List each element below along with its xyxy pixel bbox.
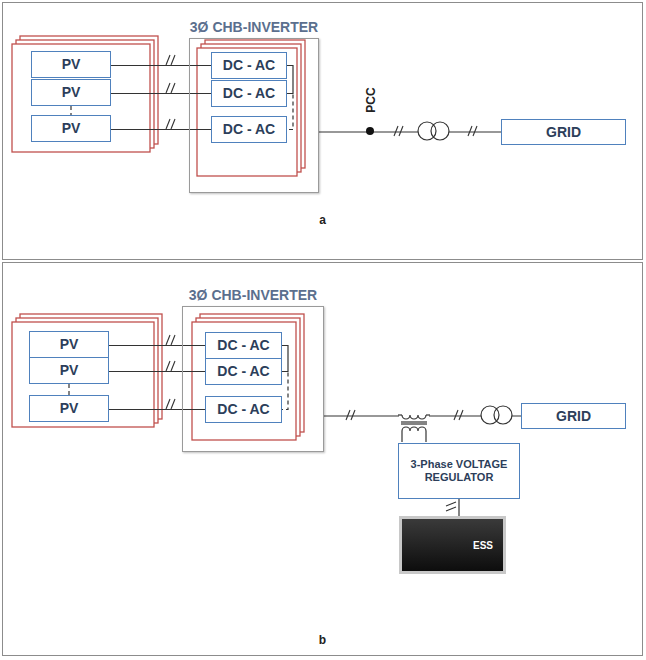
connector-line <box>287 66 293 94</box>
transformer-symbol <box>418 122 449 140</box>
bus-slash <box>166 119 175 129</box>
connector-line <box>458 499 459 516</box>
pv-box: PV <box>31 79 111 106</box>
node-text: DC - AC <box>217 401 269 417</box>
node-text: 3Ø CHB-INVERTER <box>189 287 317 303</box>
bus-slash <box>454 410 463 420</box>
bus-slash <box>166 335 175 345</box>
pv-box: PV <box>29 331 109 358</box>
figure-panel: b PV PV PV 3Ø CHB-INVERTER DC - AC DC - AC DC -… <box>2 262 643 656</box>
node-text: DC - AC <box>217 363 269 379</box>
bus-slash <box>394 126 403 136</box>
node-text: ESS <box>473 540 493 551</box>
pv-stack <box>12 44 150 152</box>
node-text: DC - AC <box>217 337 269 353</box>
grid-box: GRID <box>521 403 626 429</box>
series-transformer <box>398 409 430 442</box>
converter-box: DC - AC <box>211 52 287 79</box>
node-text: PV <box>60 362 79 378</box>
connector-line <box>70 106 71 115</box>
connector-line <box>282 346 288 372</box>
bus-slash <box>468 126 477 136</box>
node-text: PV <box>60 400 79 416</box>
pv-box: PV <box>31 115 111 142</box>
converter-box: DC - AC <box>211 80 287 107</box>
pv-box: PV <box>29 395 109 422</box>
connector-line <box>109 409 205 410</box>
transformer-symbol <box>481 406 512 424</box>
pv-box: PV <box>29 357 109 384</box>
node-text: b <box>3 633 642 647</box>
regulator-box: 3-Phase VOLTAGE REGULATOR <box>398 443 520 499</box>
node-label: PCC <box>364 87 378 112</box>
node-text: PV <box>62 56 81 72</box>
node-text: PV <box>60 336 79 352</box>
pv-stack <box>12 322 154 427</box>
connector-line <box>319 131 501 132</box>
node-text: a <box>3 213 642 227</box>
inverter-frame: 3Ø CHB-INVERTERDC - ACDC - ACDC - AC <box>182 306 324 452</box>
node-text: 3Ø CHB-INVERTER <box>190 19 318 35</box>
node-text: PV <box>62 84 81 100</box>
bus-slash <box>166 83 175 93</box>
node-text: DC - AC <box>223 85 275 101</box>
inverter-stack <box>192 322 296 440</box>
bus-slash <box>166 361 175 371</box>
connector-line <box>111 129 211 130</box>
node-text: GRID <box>546 124 581 140</box>
inverter-stack <box>197 48 297 176</box>
converter-box: DC - AC <box>205 358 282 385</box>
connector-line <box>111 93 211 94</box>
inverter-frame: 3Ø CHB-INVERTERDC - ACDC - ACDC - AC <box>189 38 319 193</box>
connector-line <box>68 384 69 395</box>
pcc-dot <box>366 127 374 135</box>
bus-slash <box>166 55 175 65</box>
bus-slash <box>446 502 456 511</box>
converter-box: DC - AC <box>205 396 282 423</box>
bus-slash <box>166 399 175 409</box>
node-text: DC - AC <box>223 57 275 73</box>
connector-line <box>109 345 205 346</box>
pv-box: PV <box>31 51 111 78</box>
connector-line <box>282 372 288 410</box>
grid-box: GRID <box>501 119 626 145</box>
bus-slash <box>346 410 355 420</box>
node-text: DC - AC <box>223 121 275 137</box>
node-text: GRID <box>556 408 591 424</box>
connector-line <box>111 65 211 66</box>
connector-line <box>287 94 293 130</box>
figure-panel: a PV PV PV 3Ø CHB-INVERTER DC - AC DC - AC DC -… <box>2 2 643 260</box>
node-text: 3-Phase VOLTAGE REGULATOR <box>399 458 519 484</box>
converter-box: DC - AC <box>211 116 287 143</box>
node-text: PV <box>62 120 81 136</box>
connector-line <box>109 371 205 372</box>
storage-box: ESS <box>399 516 506 574</box>
converter-box: DC - AC <box>205 332 282 359</box>
